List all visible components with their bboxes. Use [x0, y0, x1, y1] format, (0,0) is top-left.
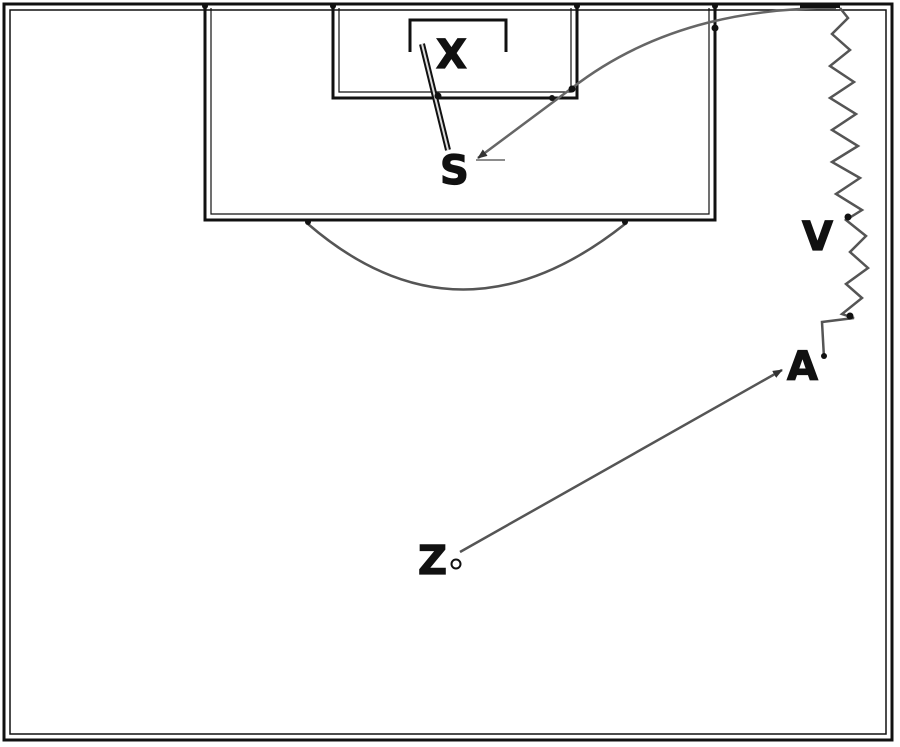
line-dot [202, 3, 208, 9]
label-v: V [802, 214, 833, 260]
goal-area-inner [338, 8, 572, 93]
line-dot [574, 3, 580, 9]
penalty-area [203, 6, 717, 222]
goal-area [331, 6, 579, 100]
path-dot [434, 92, 442, 100]
label-a: A [787, 344, 818, 390]
pitch-boundary-inner [9, 9, 887, 735]
line-dot [622, 219, 628, 225]
pass-path-z-a [459, 368, 783, 554]
goal-frame [408, 18, 508, 52]
player-z-marker [450, 558, 462, 570]
path-dot [846, 312, 854, 320]
dribble-path [820, 7, 870, 359]
pass-path-to-s [477, 6, 837, 160]
penalty-arc [307, 223, 626, 291]
path-dot [821, 353, 827, 359]
line-dot [712, 3, 718, 9]
line-dot [305, 219, 311, 225]
path-dot [844, 213, 852, 221]
line-dot [330, 3, 336, 9]
path-dot [549, 95, 555, 101]
label-z: Z [418, 538, 447, 584]
path-dot [711, 24, 719, 32]
label-s: S [440, 148, 469, 194]
path-dot [568, 85, 576, 93]
label-x: X [436, 32, 467, 78]
penalty-area-inner [210, 8, 710, 215]
